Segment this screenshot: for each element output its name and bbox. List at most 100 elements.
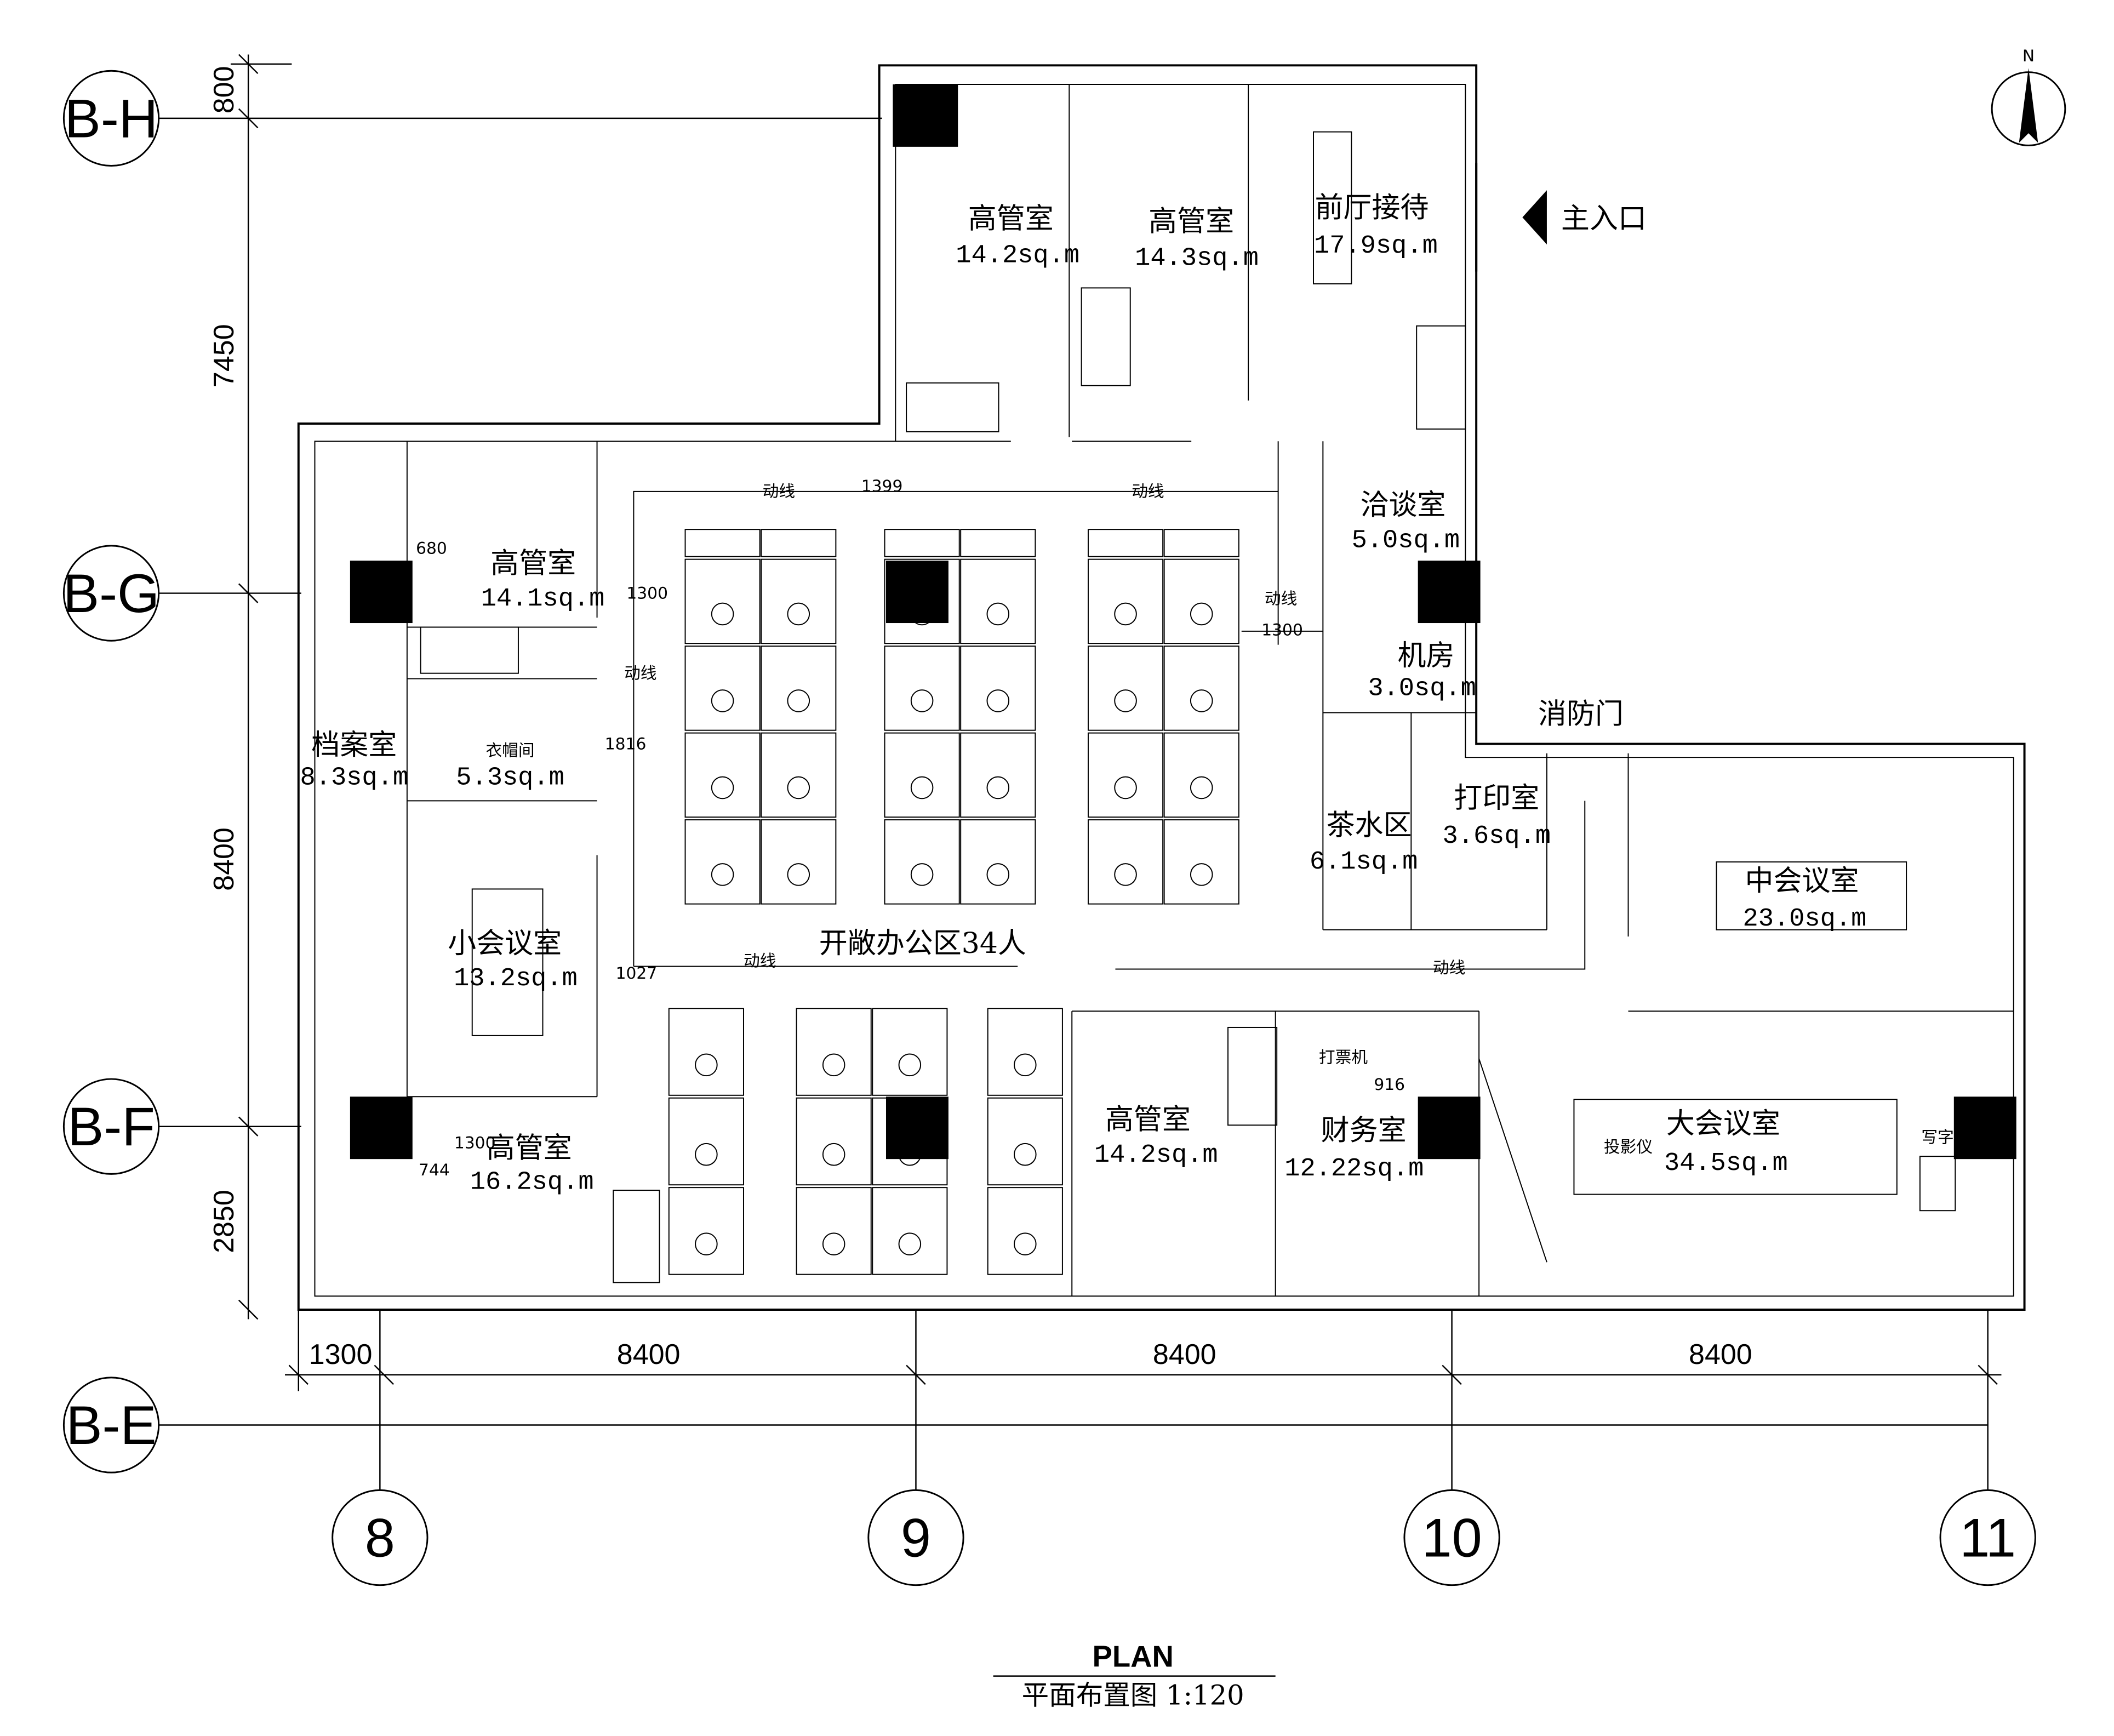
room-area: 23.0sq.m [1743, 905, 1867, 934]
svg-text:动线: 动线 [763, 482, 795, 501]
room-name: 高管室 [968, 202, 1054, 235]
grid-label: B-F [67, 1096, 155, 1157]
planter-box [960, 529, 1036, 557]
chair-icon [787, 689, 810, 712]
chair-icon [910, 689, 934, 712]
chair-icon [1014, 1053, 1037, 1077]
chair-icon [910, 776, 934, 800]
svg-text:动线: 动线 [624, 664, 656, 683]
grid-label: B-G [63, 563, 159, 624]
workstation [1087, 558, 1164, 644]
grid-label: B-E [66, 1395, 156, 1455]
workstation [1087, 732, 1164, 818]
room-area: 8.3sq.m [300, 764, 409, 793]
svg-text:1300: 1300 [1261, 620, 1303, 639]
room-area: 34.5sq.m [1664, 1149, 1788, 1178]
svg-text:动线: 动线 [1265, 589, 1297, 608]
chair-icon [986, 776, 1010, 800]
plan-title: PLAN [1093, 1640, 1174, 1673]
chair-icon [711, 602, 734, 626]
svg-text:744: 744 [419, 1161, 450, 1180]
structural-columns [350, 84, 2016, 1160]
workstation [960, 819, 1036, 905]
chair-icon [822, 1143, 845, 1166]
grid-label: 11 [1959, 1507, 2016, 1568]
room-area: 17.9sq.m [1314, 232, 1438, 261]
workstation [987, 1008, 1063, 1096]
room-area: 12.22sq.m [1284, 1155, 1424, 1184]
chair-icon [1114, 602, 1137, 626]
workstation [872, 1187, 948, 1275]
svg-text:动线: 动线 [744, 952, 776, 971]
sofa [613, 1190, 660, 1283]
workstation [668, 1097, 744, 1186]
room-area: 14.2sq.m [1094, 1141, 1218, 1170]
fire-door-label: 消防门 [1538, 698, 1624, 730]
grid-label: 9 [901, 1507, 931, 1568]
room-name: 小会议室 [448, 927, 562, 960]
svg-text:投影仪: 投影仪 [1604, 1138, 1653, 1157]
room-name: 高管室 [1105, 1104, 1191, 1137]
workstation [668, 1187, 744, 1275]
room-labels: 高管室 14.2sq.m 高管室 14.3sq.m 前厅接待 17.9sq.m … [300, 192, 1867, 1197]
annotations: 1399 1300 1300 1816 1027 680 744 1300 91… [416, 477, 1970, 1180]
workstation [1163, 558, 1239, 644]
workstation [684, 646, 761, 731]
large-meeting-table [1573, 1099, 1898, 1195]
chair-icon [898, 1053, 922, 1077]
chair-icon [695, 1232, 718, 1255]
planter-box [761, 529, 837, 557]
workstation [761, 646, 837, 731]
chair-icon [910, 863, 934, 886]
whiteboard-hatch [1919, 1156, 1956, 1212]
planter-box [684, 529, 761, 557]
room-name: 开敞办公区34人 [819, 927, 1026, 960]
dim-8400: 8400 [1153, 1339, 1216, 1370]
grid-label: 8 [365, 1507, 395, 1568]
room-name: 中会议室 [1745, 865, 1859, 898]
room-name: 高管室 [490, 547, 576, 580]
dim-8400: 8400 [1689, 1339, 1752, 1370]
svg-text:1816: 1816 [605, 734, 647, 753]
room-name: 打印室 [1454, 782, 1539, 815]
workstation [796, 1008, 872, 1096]
room-area: 14.3sq.m [1135, 244, 1259, 273]
workstation [1163, 732, 1239, 818]
room-area: 3.0sq.m [1368, 674, 1476, 703]
room-name: 洽谈室 [1360, 489, 1445, 522]
workstation [1163, 646, 1239, 731]
workstation-clusters [668, 529, 1239, 1275]
workstation [796, 1097, 872, 1186]
chair-icon [1114, 863, 1137, 886]
svg-text:1399: 1399 [861, 477, 903, 496]
room-name: 财务室 [1321, 1114, 1407, 1147]
workstation [884, 732, 960, 818]
workstation [960, 732, 1036, 818]
room-name: 档案室 [311, 729, 397, 762]
svg-text:680: 680 [416, 539, 447, 558]
outer-walls [297, 64, 2026, 1311]
room-name: 高管室 [1149, 205, 1234, 238]
chair-icon [695, 1053, 718, 1077]
room-area: 5.3sq.m [456, 764, 564, 793]
room-area: 5.0sq.m [1352, 526, 1460, 555]
chair-icon [1014, 1143, 1037, 1166]
sofa [420, 626, 519, 674]
workstation [987, 1187, 1063, 1275]
chair-icon [787, 863, 810, 886]
svg-text:动线: 动线 [1132, 482, 1164, 501]
entrance-label: 主入口 [1561, 202, 1647, 235]
sofa [906, 382, 999, 432]
workstation [872, 1097, 948, 1186]
svg-text:1300: 1300 [454, 1133, 496, 1152]
chair-icon [1014, 1232, 1037, 1255]
workstation [1087, 819, 1164, 905]
dim-7450: 7450 [208, 324, 240, 387]
svg-text:动线: 动线 [1433, 958, 1465, 978]
workstation [987, 1097, 1063, 1186]
plan-subtitle: 平面布置图 1:120 [1022, 1680, 1244, 1711]
chair-icon [787, 776, 810, 800]
chair-icon [1114, 776, 1137, 800]
grid-col-bubbles: 8 9 10 11 [332, 1489, 2036, 1586]
